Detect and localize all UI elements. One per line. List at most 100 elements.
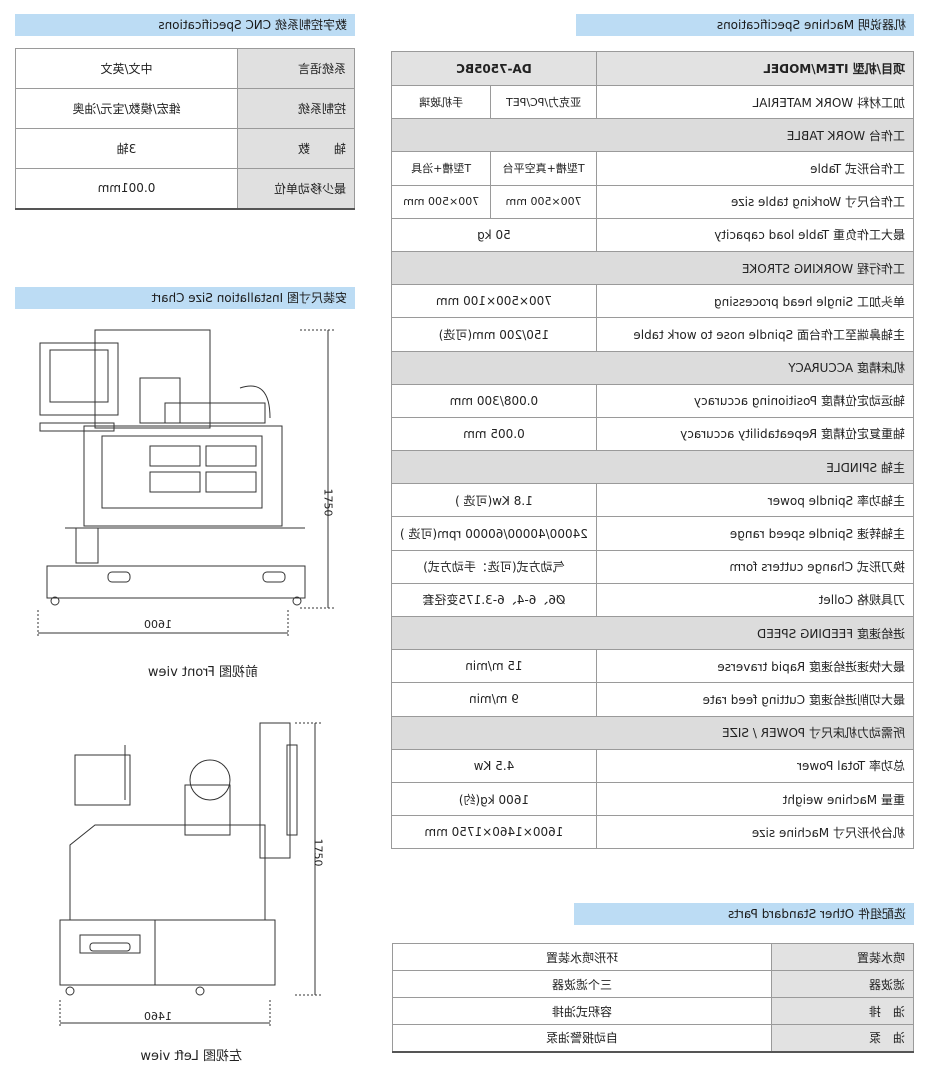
table-row: 单头加工 Single head processing 700×500×100 … [391,284,914,318]
cnc-label: 控制系统 [237,88,355,129]
spec-label: 最大切削进给速度 Cutting feed rate [596,682,914,717]
table-row: 油 泵 自动报警油泵 [392,1024,914,1052]
section-title: 工作行程 WORKING STROKE [391,251,914,285]
spec-value: 手机玻璃 [391,85,491,119]
front-view-caption: 前视图 Front view [147,665,258,680]
spec-label: 主轴鼻端至工作台面 Spindle nose to work table [596,317,914,351]
part-value: 三个滤波器 [392,970,772,998]
section-row: 工作台 WORK TABLE [391,118,914,152]
section-row: 进给速度 FEEDING SPEED [391,616,914,650]
spec-value: 50 kg [391,218,597,252]
cnc-value: 3轴 [15,128,238,169]
left-height-label: 1750 [311,838,325,867]
machine-spec-header: 机器说明 Machine Specifications [576,14,914,36]
spec-value: 0.008/300 mm [391,384,597,418]
section-title: 主轴 SPINDLE [391,450,914,484]
table-row: 换刀形式 Change cutters form 气动方式(可选：手动方式) [391,550,914,584]
section-row: 工作行程 WORKING STROKE [391,251,914,285]
spec-value: 700×500 mm [490,185,597,219]
spec-label: 总功率 Total Power [596,749,914,783]
table-row: 重量 Machine weight 1600 kg(约) [391,782,914,816]
spec-value: 0.005 mm [391,417,597,451]
spec-label: 项目/机型 ITEM/MODEL [596,51,914,86]
spec-value: 1.8 Kw(可选 ) [391,483,597,517]
table-row: 最大快速进给速度 Rapid traverse 15 m/min [391,649,914,683]
spec-label: 刀具规格 Collet [596,583,914,617]
table-row: 主轴功率 Spindle power 1.8 Kw(可选 ) [391,483,914,517]
spec-value: 15 m/min [391,649,597,683]
spec-value: 24000/40000/60000 rpm(可选 ) [391,516,597,551]
table-row: 滤波器 三个滤波器 [392,970,914,998]
part-value: 环形喷水装置 [392,943,772,971]
cnc-spec-header: 数字控制系统 CNC Specifications [15,14,355,36]
installation-chart-header: 安装尺寸图 Installation Size Chart [15,287,355,309]
table-row: 主轴转速 Spindle speed range 24000/40000/600… [391,516,914,551]
cnc-label: 轴 数 [237,128,355,169]
spec-label: 轴重复定位精度 Repeatability accuracy [596,417,914,451]
spec-value: 700×500×100 mm [391,284,597,318]
standard-parts-header: 选配组件 Other Standard Parts [574,903,914,925]
spec-label: 加工材料 WORK MATERIAL [596,85,914,119]
left-view-drawing [59,722,321,1027]
table-row: 项目/机型 ITEM/MODEL DA-7505BC [391,51,914,86]
front-height-label: 1750 [321,488,335,517]
spec-value: T型槽+真空平台 [490,151,597,186]
spec-value: 气动方式(可选：手动方式) [391,550,597,584]
table-row: 轴运动定位精度 Positioning accuracy 0.008/300 m… [391,384,914,418]
table-row: 喷水装置 环形喷水装置 [392,943,914,971]
table-row: 油 排 容积式油排 [392,997,914,1025]
spec-value: 4.5 Kw [391,749,597,783]
table-row: 工作台形式 Table T型槽+真空平台 T型槽+治具 [391,151,914,186]
section-title: 进给速度 FEEDING SPEED [391,616,914,650]
table-row: 控制系统 维宏/模数/宝元/油奥 [15,88,355,129]
spec-label: 主轴转速 Spindle speed range [596,516,914,551]
machine-spec-table: 项目/机型 ITEM/MODEL DA-7505BC 加工材料 WORK MAT… [391,51,914,849]
spec-label: 主轴功率 Spindle power [596,483,914,517]
spec-value: 1600 kg(约) [391,782,597,816]
part-value: 自动报警油泵 [392,1024,772,1052]
model-name: DA-7505BC [391,51,597,86]
part-label: 油 排 [771,997,914,1025]
table-row: 加工材料 WORK MATERIAL 亚克力/PC/PET 手机玻璃 [391,85,914,119]
cnc-value: 维宏/模数/宝元/油奥 [15,88,238,129]
left-width-label: 1460 [144,1010,172,1023]
part-label: 油 泵 [771,1024,914,1052]
cnc-spec-table: 系统语言 中文/英文 控制系统 维宏/模数/宝元/油奥 轴 数 3轴 最少移动单… [15,48,355,210]
front-view-drawing [37,329,334,638]
cnc-label: 最少移动单位 [237,168,355,209]
part-label: 喷水装置 [771,943,914,971]
section-row: 所需动力机床尺寸 POWER / SIZE [391,716,914,750]
spec-value: 9 m/min [391,682,597,717]
table-row: 轴 数 3轴 [15,128,355,169]
standard-parts-table: 喷水装置 环形喷水装置 滤波器 三个滤波器 油 排 容积式油排 油 泵 自动报警… [392,943,914,1053]
spec-value: T型槽+治具 [391,151,491,186]
spec-label: 工作台形式 Table [596,151,914,186]
spec-label: 换刀形式 Change cutters form [596,550,914,584]
part-label: 滤波器 [771,970,914,998]
section-title: 机床精度 ACCURACY [391,351,914,385]
section-row: 机床精度 ACCURACY [391,351,914,385]
spec-value: 150/200 mm(可选) [391,317,597,351]
table-row: 工作台尺寸 Working table size 700×500 mm 700×… [391,185,914,219]
spec-value: 700×500 mm [391,185,491,219]
cnc-value: 0.001mm [15,168,238,209]
spec-label: 机台外形尺寸 Machine size [596,815,914,849]
spec-label: 最大工作负重 Table load capacity [596,218,914,252]
table-row: 最大工作负重 Table load capacity 50 kg [391,218,914,252]
section-row: 主轴 SPINDLE [391,450,914,484]
table-row: 最少移动单位 0.001mm [15,168,355,209]
table-row: 最大切削进给速度 Cutting feed rate 9 m/min [391,682,914,717]
table-row: 刀具规格 Collet Ø6、6-4、6-3.175变径套 [391,583,914,617]
spec-label: 工作台尺寸 Working table size [596,185,914,219]
spec-value: Ø6、6-4、6-3.175变径套 [391,583,597,617]
part-value: 容积式油排 [392,997,772,1025]
table-row: 轴重复定位精度 Repeatability accuracy 0.005 mm [391,417,914,451]
section-title: 工作台 WORK TABLE [391,118,914,152]
table-row: 系统语言 中文/英文 [15,48,355,89]
cnc-label: 系统语言 [237,48,355,89]
table-row: 总功率 Total Power 4.5 Kw [391,749,914,783]
spec-label: 单头加工 Single head processing [596,284,914,318]
spec-value: 1600×1460×1750 mm [391,815,597,849]
table-row: 主轴鼻端至工作台面 Spindle nose to work table 150… [391,317,914,351]
front-width-label: 1600 [144,618,172,631]
